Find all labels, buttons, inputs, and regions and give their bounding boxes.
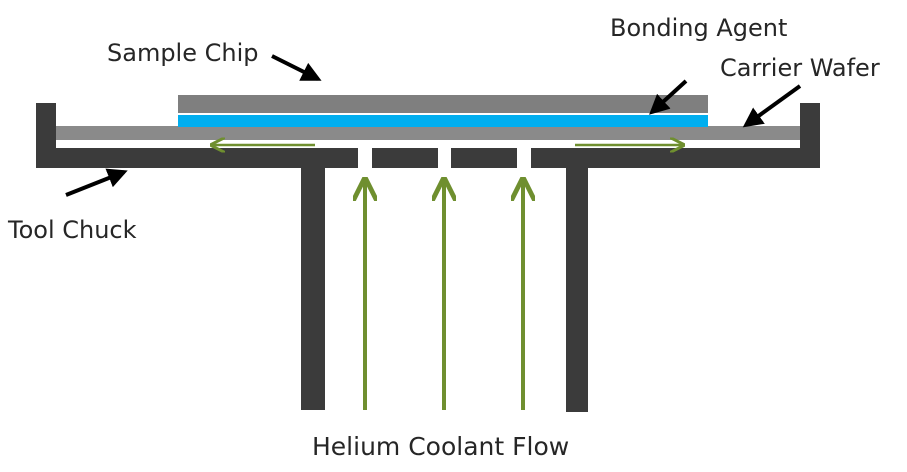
sample-chip-pointer-arrow: [271, 54, 322, 81]
helium-flow-arrows: [365, 182, 523, 410]
chuck-plate-left: [36, 148, 358, 168]
bonding-agent-pointer-arrow: [649, 79, 688, 115]
chuck-stem-right: [566, 168, 588, 412]
carrier-wafer-label: Carrier Wafer: [720, 54, 880, 82]
tool-chuck-label: Tool Chuck: [7, 216, 137, 244]
tool-chuck-pointer-arrow: [65, 168, 128, 197]
bonding-agent-label: Bonding Agent: [610, 14, 787, 42]
helium-coolant-flow-label: Helium Coolant Flow: [312, 432, 569, 461]
chuck-stem-left: [301, 168, 325, 410]
bonding-agent: [178, 115, 708, 127]
chuck-plate-segment-1: [372, 148, 438, 168]
chuck-plate-segment-2: [451, 148, 517, 168]
chuck-plate-right: [531, 148, 820, 168]
sample-chip-label: Sample Chip: [107, 39, 259, 67]
carrier-wafer: [56, 126, 800, 140]
sample-chip: [178, 95, 708, 113]
pointer-arrows: [65, 54, 802, 197]
carrier-wafer-pointer-arrow: [742, 84, 802, 128]
tool-chuck: [36, 103, 820, 412]
